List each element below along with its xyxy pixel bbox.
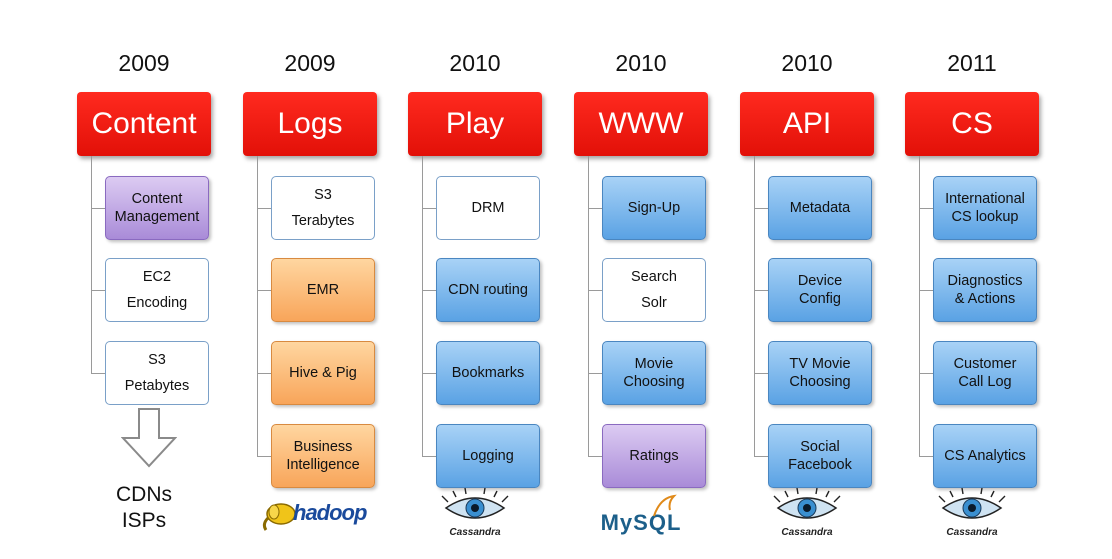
component-box: Social Facebook	[768, 424, 872, 488]
connector-tick	[919, 290, 933, 291]
column-header: API	[740, 92, 874, 156]
column-header: WWW	[574, 92, 708, 156]
component-box: S3 Terabytes	[271, 176, 375, 240]
connector-tick	[588, 373, 602, 374]
mysql-logo: MySQL	[574, 488, 708, 548]
component-box: Bookmarks	[436, 341, 540, 405]
hadoop-logo: hadoop	[243, 488, 377, 548]
connector-tick	[91, 290, 105, 291]
year-label: 2010	[449, 50, 501, 76]
component-box: Content Management	[105, 176, 209, 240]
component-box: Ratings	[602, 424, 706, 488]
component-box: Diagnostics & Actions	[933, 258, 1037, 322]
connector-tick	[588, 290, 602, 291]
connector-tick	[257, 373, 271, 374]
connector-tick	[588, 456, 602, 457]
component-box: Business Intelligence	[271, 424, 375, 488]
component-box: DRM	[436, 176, 540, 240]
cassandra-eye-icon	[773, 487, 841, 519]
down-arrow-icon	[121, 408, 177, 468]
connector-tick	[422, 290, 436, 291]
year-label: 2009	[284, 50, 336, 76]
component-box: Customer Call Log	[933, 341, 1037, 405]
connector-tick	[919, 373, 933, 374]
component-box: Sign-Up	[602, 176, 706, 240]
component-box: S3 Petabytes	[105, 341, 209, 405]
cassandra-wordmark: Cassandra	[781, 527, 833, 538]
connector-tick	[754, 456, 768, 457]
connector-tick	[754, 208, 768, 209]
component-box: Movie Choosing	[602, 341, 706, 405]
connector-tick	[422, 208, 436, 209]
component-box: CS Analytics	[933, 424, 1037, 488]
connector-tick	[422, 373, 436, 374]
year-label: 2010	[781, 50, 833, 76]
component-box: EC2 Encoding	[105, 258, 209, 322]
mysql-dolphin-icon	[653, 494, 677, 517]
connector-tick	[919, 456, 933, 457]
cassandra-logo: Cassandra	[740, 487, 874, 548]
connector-line	[91, 156, 92, 373]
connector-line	[754, 156, 755, 456]
column-header: CS	[905, 92, 1039, 156]
connector-tick	[257, 456, 271, 457]
year-label: 2011	[947, 50, 997, 76]
cassandra-logo: Cassandra	[408, 487, 542, 548]
cassandra-wordmark: Cassandra	[946, 527, 998, 538]
hadoop-elephant-icon	[262, 503, 296, 531]
connector-tick	[91, 208, 105, 209]
cassandra-eye-icon	[938, 487, 1006, 519]
column-header: Content	[77, 92, 211, 156]
hadoop-wordmark: hadoop	[293, 500, 367, 525]
connector-tick	[422, 456, 436, 457]
component-box: Hive & Pig	[271, 341, 375, 405]
cdn-isp-line: ISPs	[121, 509, 167, 532]
connector-line	[919, 156, 920, 456]
connector-tick	[754, 373, 768, 374]
year-label: 2009	[118, 50, 170, 76]
connector-line	[422, 156, 423, 456]
connector-tick	[588, 208, 602, 209]
connector-tick	[919, 208, 933, 209]
column-header: Logs	[243, 92, 377, 156]
cassandra-wordmark: Cassandra	[449, 527, 501, 538]
year-label: 2010	[615, 50, 667, 76]
component-box: TV Movie Choosing	[768, 341, 872, 405]
connector-tick	[257, 290, 271, 291]
component-box: Search Solr	[602, 258, 706, 322]
cdn-isp-line: CDNs	[116, 483, 172, 506]
connector-line	[257, 156, 258, 456]
connector-tick	[91, 373, 105, 374]
mysql-wordmark: MySQL	[600, 510, 682, 535]
connector-line	[588, 156, 589, 456]
component-box: CDN routing	[436, 258, 540, 322]
cassandra-eye-icon	[441, 487, 509, 519]
component-box: International CS lookup	[933, 176, 1037, 240]
component-box: Device Config	[768, 258, 872, 322]
cassandra-logo: Cassandra	[905, 487, 1039, 548]
column-header: Play	[408, 92, 542, 156]
connector-tick	[257, 208, 271, 209]
component-box: Metadata	[768, 176, 872, 240]
connector-tick	[754, 290, 768, 291]
component-box: EMR	[271, 258, 375, 322]
component-box: Logging	[436, 424, 540, 488]
